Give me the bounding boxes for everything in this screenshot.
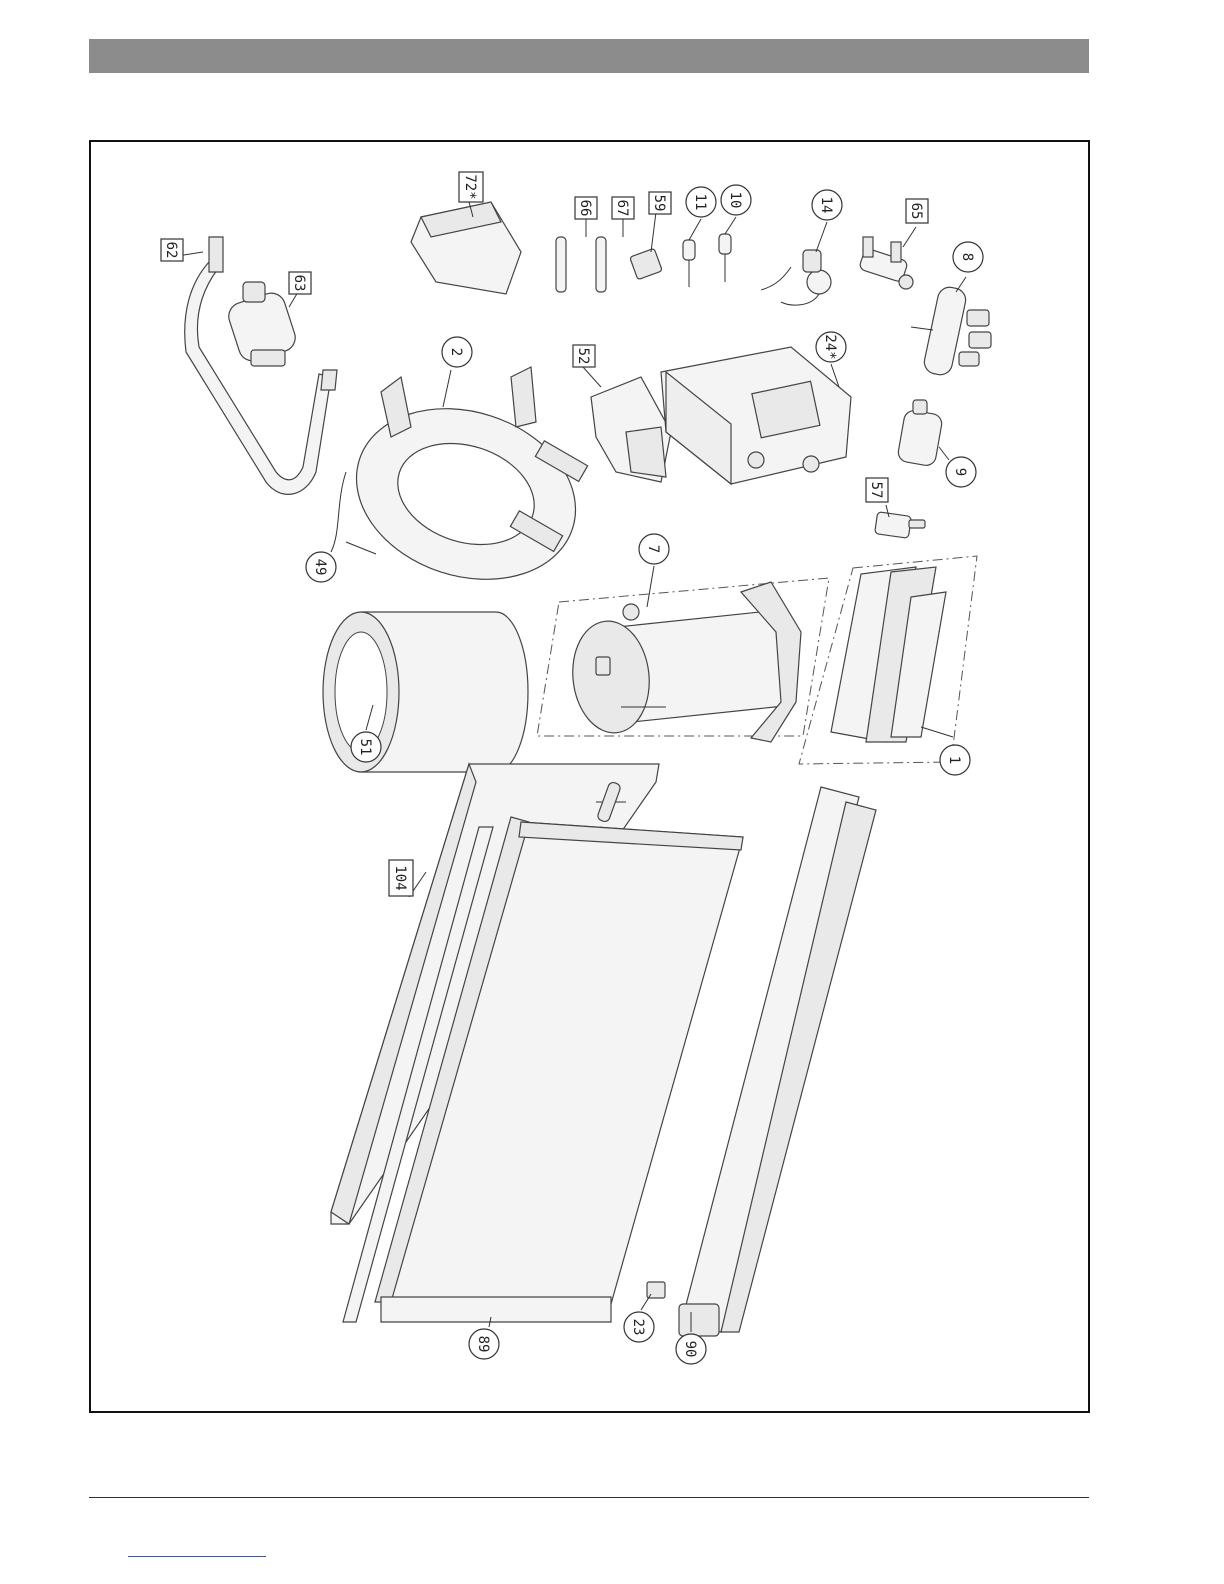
callout-24: 24* bbox=[816, 332, 846, 362]
expansion-valve bbox=[761, 250, 831, 305]
svg-text:57: 57 bbox=[868, 482, 884, 499]
receiver-9 bbox=[897, 400, 943, 467]
callout-14: 14 bbox=[812, 190, 842, 220]
exploded-view-frame: 2 49 51 7 1 11 10 14 8 24* 9 23 bbox=[89, 140, 1090, 1413]
svg-text:89: 89 bbox=[475, 1336, 491, 1353]
svg-text:23: 23 bbox=[630, 1319, 646, 1336]
svg-text:72*: 72* bbox=[462, 174, 478, 199]
capacitor-52 bbox=[591, 377, 671, 482]
callout-66: 66 bbox=[575, 197, 597, 219]
callout-57: 57 bbox=[866, 478, 888, 502]
callout-2: 2 bbox=[442, 337, 472, 367]
svg-text:59: 59 bbox=[651, 195, 667, 212]
svg-text:24*: 24* bbox=[822, 334, 838, 359]
svg-text:51: 51 bbox=[357, 739, 373, 756]
callout-11: 11 bbox=[686, 187, 716, 217]
header-bar bbox=[89, 39, 1089, 73]
svg-text:9: 9 bbox=[952, 468, 968, 476]
callout-23: 23 bbox=[624, 1312, 654, 1342]
callout-90: 90 bbox=[676, 1334, 706, 1364]
callout-67: 67 bbox=[612, 197, 634, 219]
svg-text:1: 1 bbox=[946, 756, 962, 764]
callout-1: 1 bbox=[940, 745, 970, 775]
control-box bbox=[661, 347, 851, 484]
svg-text:7: 7 bbox=[645, 545, 661, 553]
coaxial-coil bbox=[331, 367, 598, 607]
svg-text:62: 62 bbox=[163, 242, 179, 259]
svg-text:67: 67 bbox=[614, 200, 630, 217]
svg-text:63: 63 bbox=[291, 275, 307, 292]
callout-7: 7 bbox=[639, 534, 669, 564]
svg-text:11: 11 bbox=[692, 194, 708, 211]
callout-49: 49 bbox=[306, 552, 336, 582]
base-plate bbox=[799, 556, 977, 764]
compressor bbox=[537, 578, 829, 742]
callout-8: 8 bbox=[953, 242, 983, 272]
svg-text:10: 10 bbox=[727, 192, 743, 209]
svg-text:65: 65 bbox=[908, 203, 924, 220]
callout-65: 65 bbox=[906, 199, 928, 223]
callout-51: 51 bbox=[351, 732, 381, 762]
valve-63 bbox=[225, 282, 299, 366]
callout-59: 59 bbox=[649, 192, 671, 214]
svg-text:2: 2 bbox=[448, 348, 464, 356]
callout-63: 63 bbox=[289, 272, 311, 294]
svg-text:90: 90 bbox=[682, 1341, 698, 1358]
callout-10: 10 bbox=[721, 185, 751, 215]
svg-text:104: 104 bbox=[392, 865, 408, 890]
footer-link-underline[interactable] bbox=[128, 1556, 266, 1557]
solenoid-57 bbox=[875, 512, 925, 539]
exploded-view-diagram: 2 49 51 7 1 11 10 14 8 24* 9 23 bbox=[91, 142, 1088, 1411]
callout-72: 72* bbox=[459, 172, 483, 202]
svg-text:52: 52 bbox=[575, 348, 591, 365]
filter-drier bbox=[911, 285, 991, 377]
svg-text:8: 8 bbox=[959, 253, 975, 261]
small-sensors bbox=[556, 234, 731, 292]
callout-89: 89 bbox=[469, 1329, 499, 1359]
callout-52: 52 bbox=[573, 345, 595, 367]
callout-104: 104 bbox=[389, 860, 413, 896]
callout-9: 9 bbox=[946, 457, 976, 487]
callout-62: 62 bbox=[161, 239, 183, 261]
footer-rule bbox=[89, 1497, 1089, 1498]
svg-text:49: 49 bbox=[312, 559, 328, 576]
bracket-72 bbox=[411, 202, 521, 294]
svg-text:66: 66 bbox=[577, 200, 593, 217]
svg-text:14: 14 bbox=[818, 197, 834, 214]
